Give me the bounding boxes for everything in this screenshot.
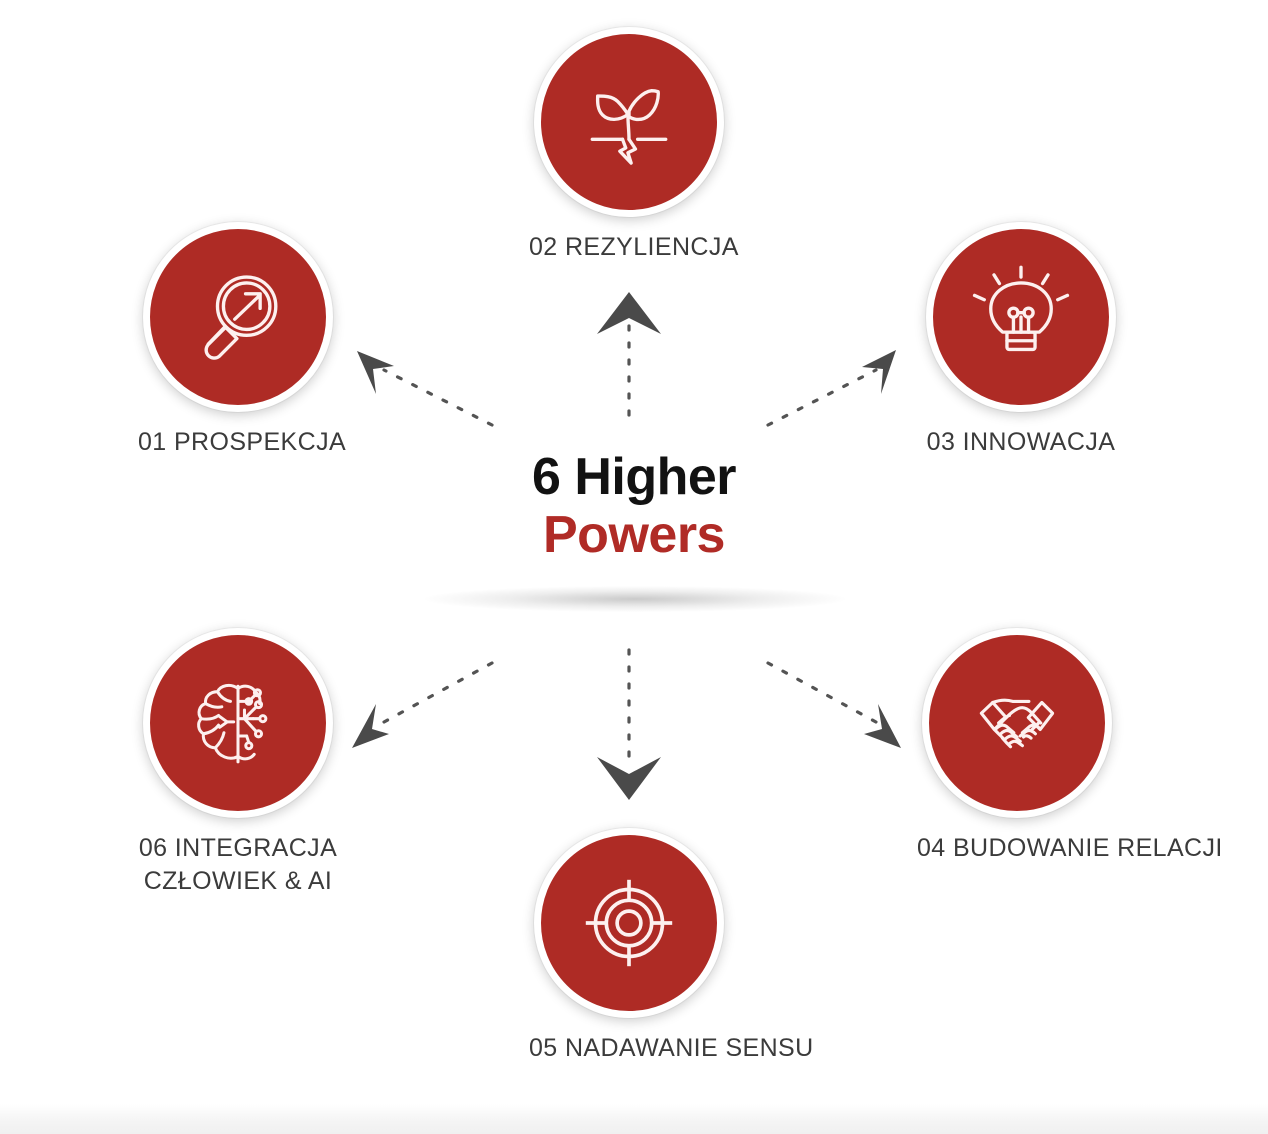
node-06-label-line1: 06 INTEGRACJA bbox=[138, 834, 338, 862]
node-04-disc[interactable] bbox=[922, 628, 1112, 818]
bottom-gradient-band bbox=[0, 1104, 1268, 1134]
node-03-label: 03 INNOWACJA bbox=[926, 428, 1116, 456]
node-03-disc-wrap bbox=[926, 222, 1116, 412]
arrowhead-04 bbox=[864, 704, 901, 748]
arrowhead-06 bbox=[352, 704, 389, 748]
node-06-label: 06 INTEGRACJA CZŁOWIEK & AI bbox=[138, 832, 338, 898]
node-06-disc-wrap bbox=[143, 628, 333, 818]
title-line-2: Powers bbox=[543, 506, 725, 565]
target-crosshair-icon bbox=[585, 879, 673, 967]
line-center-to-06 bbox=[382, 661, 494, 724]
node-01-disc-wrap bbox=[143, 222, 333, 412]
node-05-disc-wrap bbox=[534, 828, 724, 1018]
arrowhead-02 bbox=[597, 292, 661, 334]
node-05-label: 05 NADAWANIE SENSU bbox=[529, 1034, 814, 1062]
arrowhead-03 bbox=[862, 350, 896, 394]
node-03-disc[interactable] bbox=[926, 222, 1116, 412]
node-02-disc-wrap bbox=[534, 27, 724, 217]
line-center-to-04 bbox=[766, 661, 878, 724]
node-06-disc[interactable] bbox=[143, 628, 333, 818]
node-01-label: 01 PROSPEKCJA bbox=[138, 428, 347, 456]
node-02-rezyliencja[interactable]: 02 REZYLIENCJA bbox=[529, 27, 739, 264]
node-06-integracja-czlowiek-ai[interactable]: 06 INTEGRACJA CZŁOWIEK & AI bbox=[138, 628, 338, 898]
node-02-label: 02 REZYLIENCJA bbox=[529, 233, 739, 261]
arrowhead-01 bbox=[357, 351, 394, 394]
node-04-budowanie-relacji[interactable]: 04 BUDOWANIE RELACJI bbox=[917, 628, 1223, 865]
node-01-disc[interactable] bbox=[143, 222, 333, 412]
node-06-label-line2: CZŁOWIEK & AI bbox=[143, 867, 333, 895]
node-05-nadawanie-sensu[interactable]: 05 NADAWANIE SENSU bbox=[529, 828, 814, 1065]
center-title: 6 Higher Powers bbox=[384, 448, 884, 564]
lightbulb-icon bbox=[972, 265, 1070, 352]
line-center-to-01 bbox=[382, 368, 494, 427]
center-title-shadow bbox=[425, 586, 845, 612]
line-center-to-03 bbox=[766, 368, 878, 427]
arrowhead-05 bbox=[597, 757, 661, 800]
brain-circuit-icon bbox=[197, 683, 268, 764]
node-04-disc-wrap bbox=[922, 628, 1112, 818]
title-line-1: 6 Higher bbox=[531, 448, 737, 506]
magnifier-growth-icon bbox=[204, 275, 278, 360]
node-05-disc[interactable] bbox=[534, 828, 724, 1018]
node-04-label: 04 BUDOWANIE RELACJI bbox=[917, 834, 1223, 862]
sprout-cracked-ground-icon bbox=[590, 89, 668, 165]
node-02-disc[interactable] bbox=[534, 27, 724, 217]
node-01-prospekcja[interactable]: 01 PROSPEKCJA bbox=[138, 222, 347, 459]
node-03-innowacja[interactable]: 03 INNOWACJA bbox=[921, 222, 1121, 459]
handshake-icon bbox=[979, 698, 1055, 749]
